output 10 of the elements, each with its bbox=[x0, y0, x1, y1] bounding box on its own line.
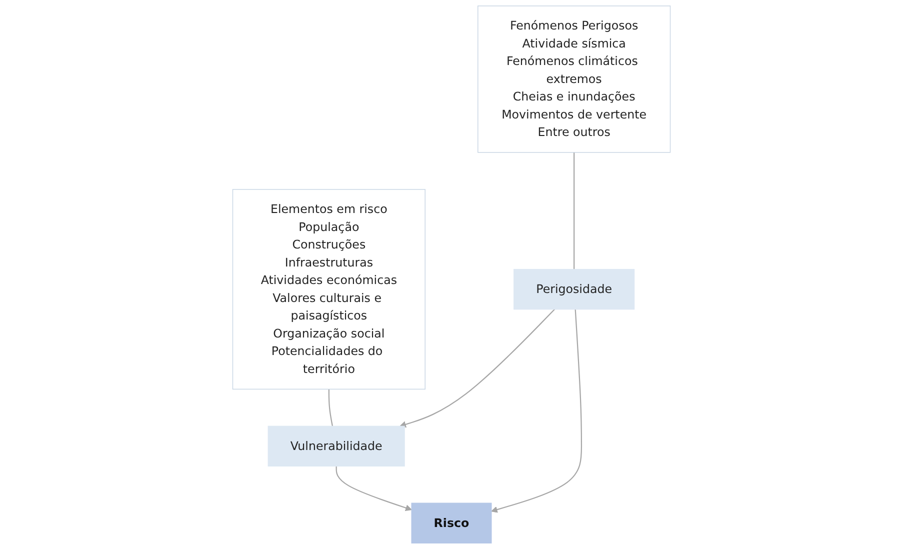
arrow bbox=[400, 308, 556, 428]
connector bbox=[574, 152, 575, 270]
node-box: Vulnerabilidade bbox=[268, 426, 405, 466]
node-box: Fenómenos Perigosos Atividade sísmica Fenómenos climáticos extremos Cheias e inundações Movimentos de vertente Entre outros bbox=[478, 6, 671, 153]
arrow bbox=[336, 466, 412, 511]
node-box: Perigosidade bbox=[514, 268, 635, 310]
arrow bbox=[491, 309, 582, 513]
node-box: Risco bbox=[411, 502, 492, 544]
connector bbox=[328, 389, 334, 426]
node-box: Elementos em risco População Construções Infraestruturas Atividades económicas Valores culturais e paisagísticos Organização social Potencialidades do território bbox=[232, 189, 426, 390]
